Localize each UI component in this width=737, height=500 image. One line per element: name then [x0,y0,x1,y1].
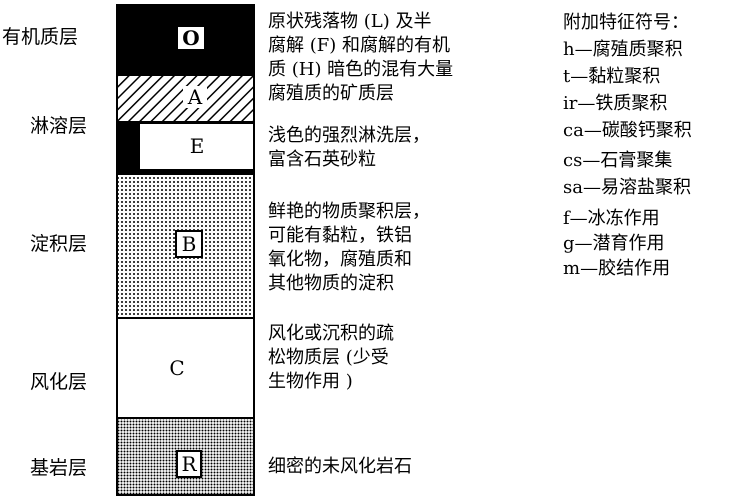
description-line: 风化或沉积的疏 [268,323,394,344]
description-line: 其他物质的淀积 [268,273,394,294]
description-oa: 原状残落物 (L) 及半 腐解 (F) 和腐解的有机 质 (H) 暗色的混有大量… [268,10,453,106]
layer-c-label: C [169,356,185,380]
description-line: 松物质层 (少受 [268,347,389,368]
description-c: 风化或沉积的疏 松物质层 (少受 生物作用 ) [268,322,394,394]
description-line: 细密的未风化岩石 [268,456,412,477]
description-line: 浅色的强烈淋洗层， [268,125,430,146]
description-e: 浅色的强烈淋洗层， 富含石英砂粒 [268,124,430,172]
description-line: 腐殖质的矿质层 [268,83,394,104]
legend-item: ir—铁质聚积 [563,93,668,114]
layer-c [117,318,254,418]
column-border [116,4,255,496]
layer-a-label: A [183,86,207,108]
legend-item: m—胶结作用 [563,258,671,279]
description-line: 质 (H) 暗色的混有大量 [268,59,454,80]
layer-e [140,124,254,169]
description-b: 鲜艳的物质聚积层， 可能有黏粒，铁铝 氧化物，腐殖质和 其他物质的淀积 [268,200,430,296]
legend-item: ca—碳酸钙聚积 [563,120,692,141]
description-line: 鲜艳的物质聚积层， [268,201,430,222]
description-line: 原状残落物 (L) 及半 [268,11,432,32]
zone-label-weathered: 风化层 [30,371,88,393]
description-line: 可能有黏粒，铁铝 [268,225,412,246]
zone-label-illuvial: 淀积层 [30,233,88,255]
layer-e-label: E [189,134,205,158]
description-line: 氧化物，腐殖质和 [268,249,412,270]
legend-item: g—潜育作用 [563,233,665,254]
zone-label-eluvial: 淋溶层 [30,115,88,137]
description-r: 细密的未风化岩石 [268,455,412,479]
layer-b-label: B [175,230,203,258]
description-line: 富含石英砂粒 [268,149,376,170]
legend-item: cs—石膏聚集 [563,150,673,171]
legend-item: t—黏粒聚积 [563,66,661,87]
description-line: 生物作用 ) [268,371,353,392]
legend-item: h—腐殖质聚积 [563,39,683,60]
zone-label-organic: 有机质层 [2,26,79,48]
legend-title: 附加特征符号： [563,12,689,33]
description-line: 腐解 (F) 和腐解的有机 [268,35,450,56]
layer-r-label: R [176,450,202,478]
legend-item: f—冰冻作用 [563,208,660,229]
layer-o-label: O [176,25,206,51]
zone-label-bedrock: 基岩层 [30,457,88,479]
legend-item: sa—易溶盐聚积 [563,177,691,198]
